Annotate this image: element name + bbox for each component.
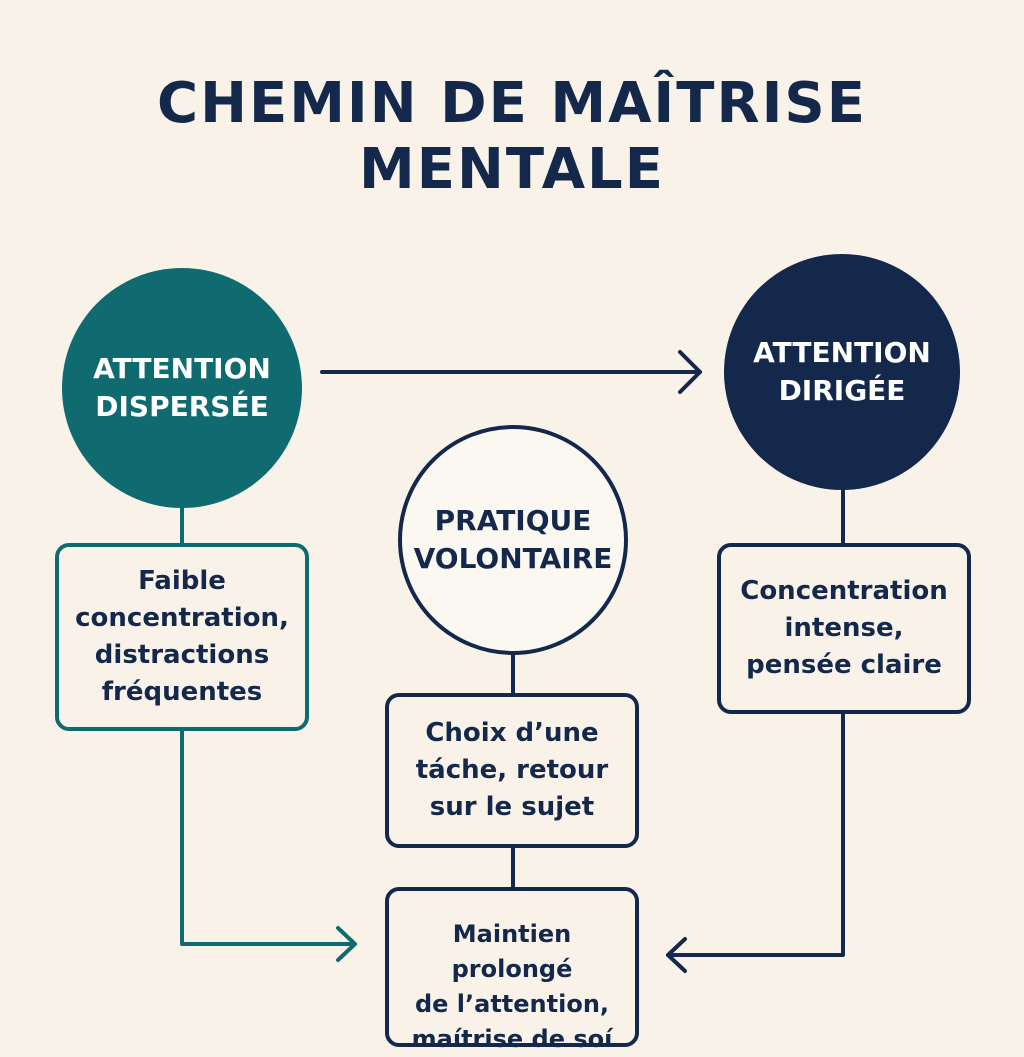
connectors [180, 350, 845, 973]
node-label: ATTENTION [93, 352, 271, 385]
arrow-directed-to-outcome [666, 711, 845, 973]
box-text: pensée claire [746, 650, 942, 680]
node-label: VOLONTAIRE [413, 542, 613, 575]
box-text: táche, retour [415, 755, 609, 785]
box-text: Choix d’une [425, 718, 599, 748]
node-attention-dispersed: ATTENTION DISPERSÉE [62, 268, 302, 508]
box-dispersed: Faible concentration, distractions fréqu… [55, 543, 309, 731]
box-text: distractions [94, 640, 270, 670]
arrow-dispersed-to-outcome [180, 728, 357, 962]
box-text: fréquentes [101, 677, 263, 707]
box-text: de l’attention, [414, 990, 610, 1018]
box-practice: Choix d’une táche, retour sur le sujet [385, 693, 639, 848]
node-attention-directed: ATTENTION DIRIGÉE [724, 254, 960, 490]
box-text: maítrise de soí [411, 1025, 613, 1053]
box-directed: Concentration intense, pensée claire [717, 543, 971, 714]
node-practice: PRATIQUE VOLONTAIRE [398, 425, 628, 655]
node-label: DIRIGÉE [778, 374, 906, 407]
node-label: ATTENTION [753, 336, 931, 369]
box-text: sur le sujet [429, 792, 595, 822]
box-text: concentration, [75, 603, 289, 633]
box-text: Concentration [740, 576, 948, 606]
main-arrow [320, 350, 702, 394]
page-title-line1: CHEMIN DE MAÎTRISE [156, 71, 868, 136]
node-label: PRATIQUE [434, 504, 592, 537]
node-label: DISPERSÉE [95, 390, 269, 423]
box-text: Maintien prolongé [451, 920, 573, 983]
box-text: intense, [784, 613, 904, 643]
page-title-line2: MENTALE [359, 137, 665, 202]
box-outcome: Maintien prolongé de l’attention, maítri… [385, 887, 639, 1053]
box-text: Faible [138, 566, 226, 596]
